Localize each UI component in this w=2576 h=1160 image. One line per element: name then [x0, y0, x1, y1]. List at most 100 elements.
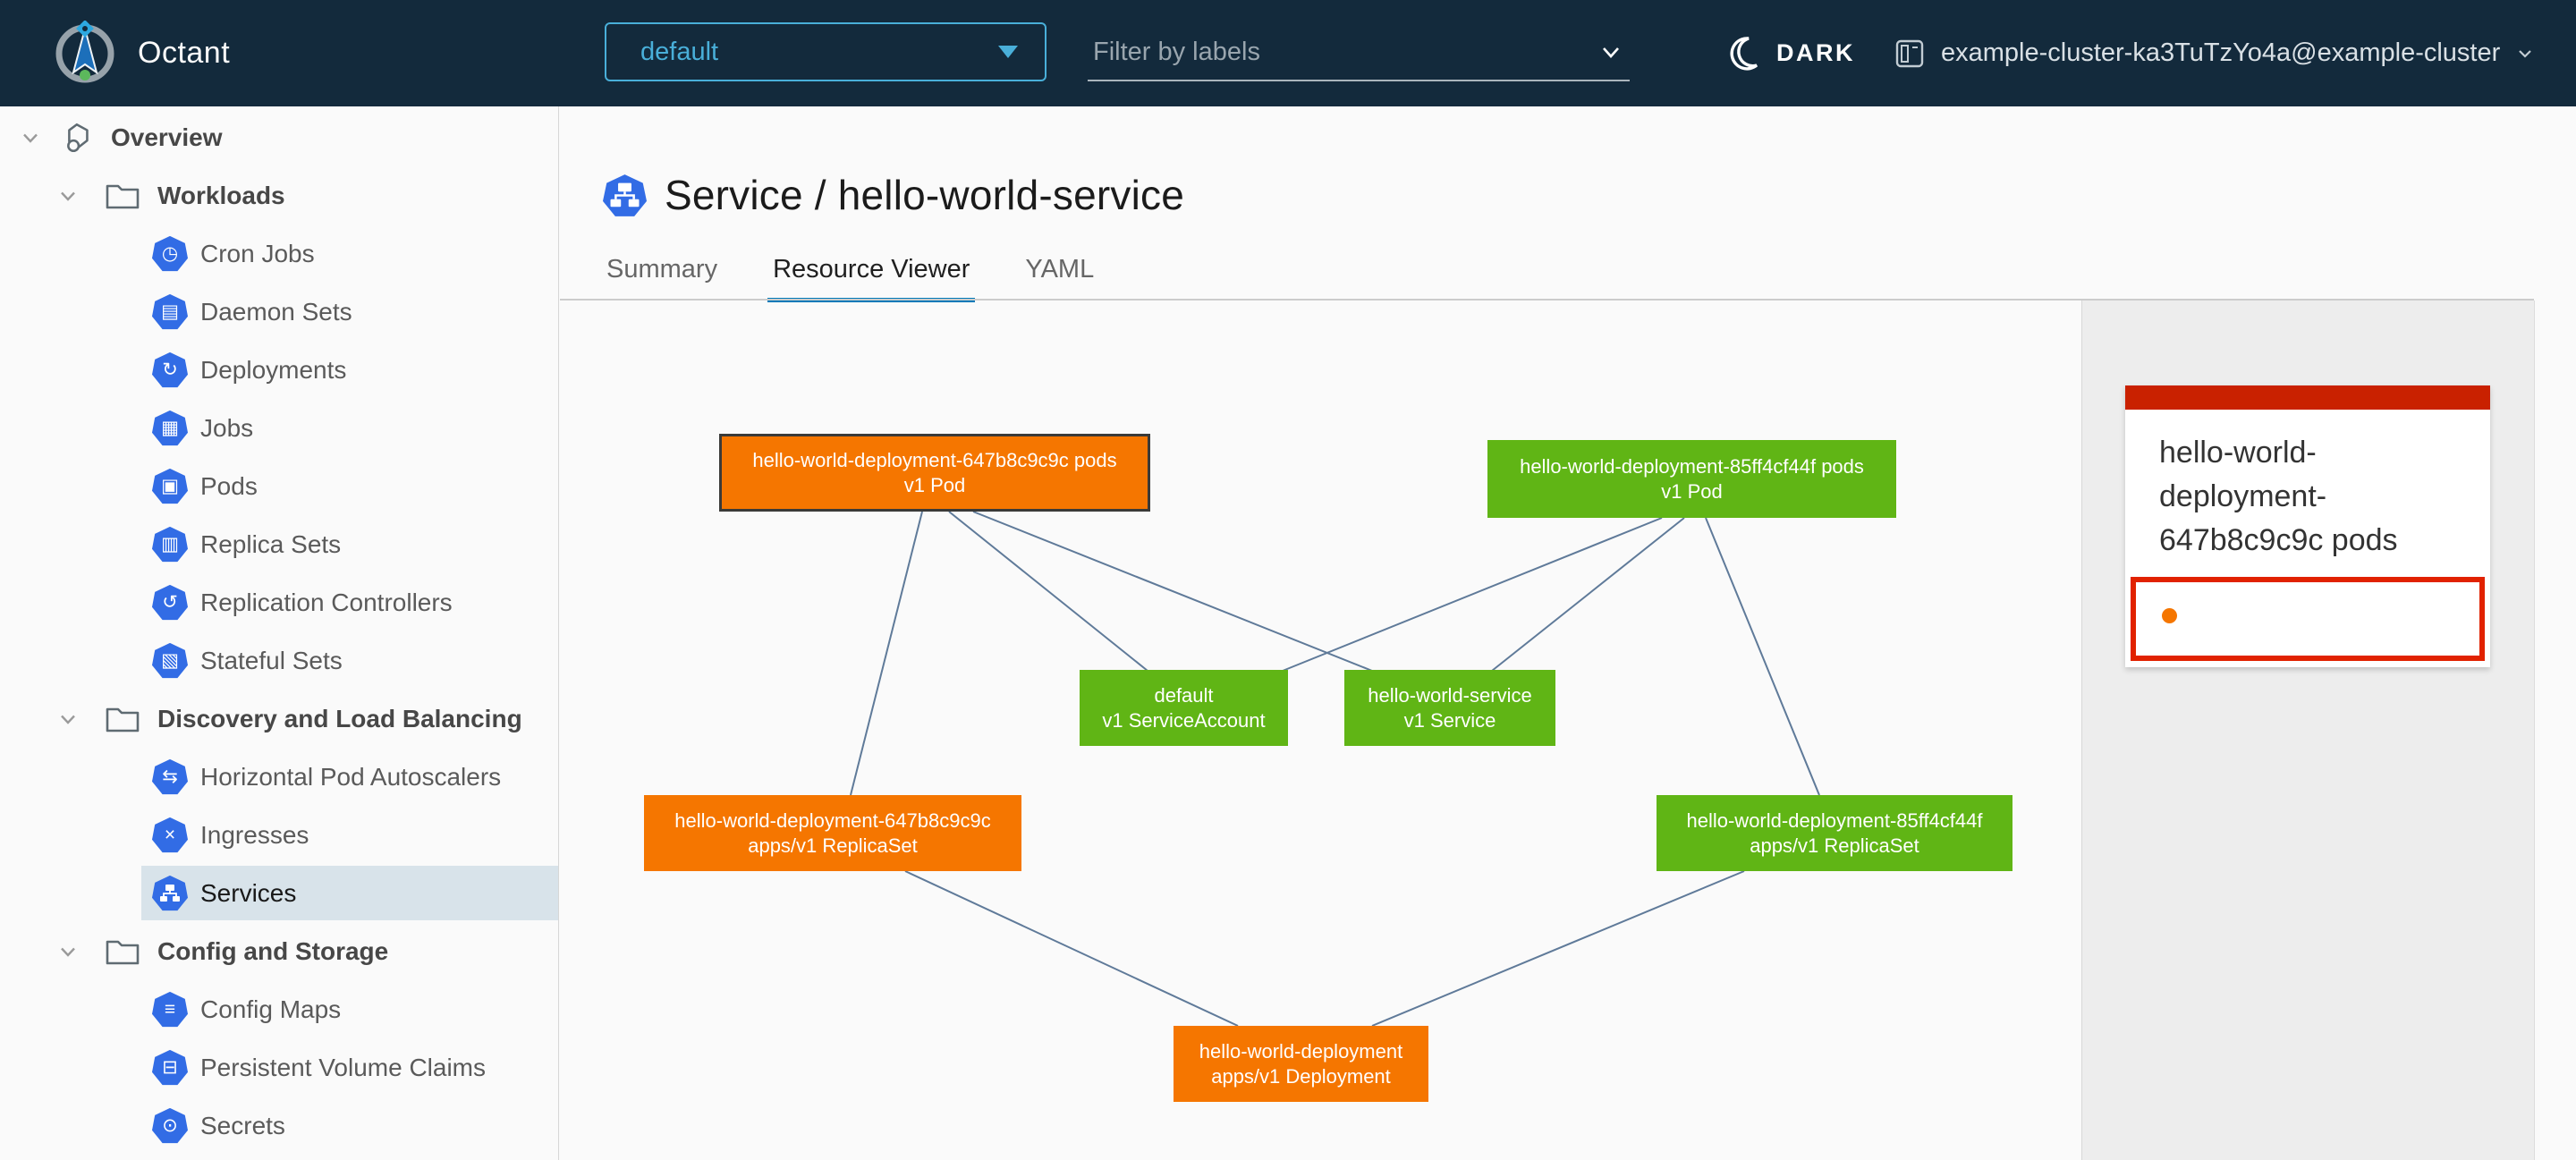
- replica-sets-icon: ▥: [152, 526, 188, 563]
- sidebar-item-label: Config and Storage: [157, 936, 389, 965]
- app-header: Octant default Filter by labels DARK e: [0, 0, 2576, 106]
- sidebar-item-label: Jobs: [200, 413, 254, 442]
- folder-icon: [106, 184, 140, 208]
- graph-edge-replicaset-85ff4cf44f-to-deployment-hello-world-deployment: [1371, 870, 1745, 1027]
- node-detail-panel: hello-world-deployment-647b8c9c9c pods: [2081, 301, 2535, 1160]
- app-title: Octant: [138, 36, 231, 70]
- cluster-icon: [1895, 39, 1924, 67]
- sidebar-item-overview[interactable]: Overview: [0, 108, 558, 166]
- deployments-icon: ↻: [152, 351, 188, 388]
- graph-edge-pod-85ff4cf44f-to-replicaset-85ff4cf44f: [1705, 517, 1820, 796]
- selected-node-title: hello-world-deployment-647b8c9c9c pods: [2159, 436, 2398, 557]
- node-name: default: [1154, 683, 1214, 707]
- label-filter-input[interactable]: Filter by labels: [1088, 24, 1630, 81]
- sidebar-item-ingresses[interactable]: × Ingresses: [0, 806, 558, 864]
- page-head: Service / hello-world-service: [603, 171, 1184, 219]
- caret-down-icon: [998, 46, 1018, 58]
- sidebar-item-replica-sets[interactable]: ▥ Replica Sets: [0, 515, 558, 573]
- pods-icon: ▣: [152, 468, 188, 504]
- services-icon: [152, 875, 188, 911]
- node-name: hello-world-service: [1368, 683, 1532, 707]
- pvc-icon: ⊟: [152, 1049, 188, 1086]
- sidebar-item-label: Discovery and Load Balancing: [157, 704, 522, 732]
- sidebar-item-secrets[interactable]: ⊙Secrets: [0, 1096, 558, 1155]
- cron-jobs-icon: ◷: [152, 235, 188, 272]
- graph-edge-pod-647b8c9c9c-to-serviceaccount-default: [948, 511, 1148, 672]
- config-maps-icon: ≡: [152, 991, 188, 1028]
- sidebar-item-pods[interactable]: ▣ Pods: [0, 457, 558, 515]
- tab-label: Summary: [606, 255, 718, 284]
- status-dot-icon: [2162, 608, 2177, 623]
- label-filter-placeholder: Filter by labels: [1093, 37, 1260, 66]
- chevron-down-icon[interactable]: [1597, 38, 1624, 65]
- status-bar: [2125, 385, 2490, 410]
- chevron-down-icon[interactable]: [18, 125, 43, 150]
- selected-node-card: hello-world-deployment-647b8c9c9c pods: [2125, 385, 2490, 667]
- graph-edge-pod-85ff4cf44f-to-service-hello-world-service: [1491, 517, 1685, 672]
- tab-resource-viewer[interactable]: Resource Viewer: [767, 253, 976, 302]
- sidebar-item-discovery-and-load-balancing[interactable]: Discovery and Load Balancing: [0, 690, 558, 748]
- octant-logo-icon: [55, 20, 114, 82]
- sidebar-item-replication-controllers[interactable]: ↺Replication Controllers: [0, 573, 558, 631]
- context-selector[interactable]: example-cluster-ka3TuTzYo4a@example-clus…: [1893, 0, 2536, 106]
- tab-bar: Summary Resource Viewer YAML: [605, 253, 1096, 302]
- sidebar-item-persistent-volume-claims[interactable]: ⊟ Persistent Volume Claims: [0, 1038, 558, 1096]
- tab-yaml[interactable]: YAML: [1023, 253, 1096, 302]
- sidebar-item-label: Persistent Volume Claims: [200, 1053, 487, 1081]
- service-icon: [603, 174, 647, 216]
- folder-icon: [106, 707, 140, 732]
- sidebar-item-label: Ingresses: [200, 820, 309, 849]
- theme-toggle-button[interactable]: DARK: [1724, 0, 1855, 106]
- sidebar-item-label: Pods: [200, 471, 258, 500]
- sidebar-item-stateful-sets[interactable]: ▧Stateful Sets: [0, 631, 558, 690]
- tab-label: YAML: [1025, 255, 1095, 284]
- daemon-sets-icon: ▤: [152, 293, 188, 330]
- namespace-dropdown-value: default: [640, 37, 719, 66]
- jobs-icon: ▦: [152, 410, 188, 446]
- namespace-dropdown[interactable]: default: [605, 22, 1046, 81]
- sidebar-item-workloads[interactable]: Workloads: [0, 166, 558, 224]
- node-name: hello-world-deployment-85ff4cf44f: [1686, 809, 1983, 832]
- sidebar-item-daemon-sets[interactable]: ▤Daemon Sets: [0, 283, 558, 341]
- theme-toggle-label: DARK: [1776, 39, 1855, 66]
- sidebar-item-deployments[interactable]: ↻ Deployments: [0, 341, 558, 399]
- sidebar-item-config-and-storage[interactable]: Config and Storage: [0, 922, 558, 980]
- sidebar-item-jobs[interactable]: ▦ Jobs: [0, 399, 558, 457]
- hpa-icon: ⇆: [152, 758, 188, 795]
- stateful-sets-icon: ▧: [152, 642, 188, 679]
- tab-summary[interactable]: Summary: [605, 253, 719, 302]
- folder-icon: [106, 940, 140, 964]
- sidebar-item-label: Overview: [111, 123, 223, 151]
- sidebar-item-label: Cron Jobs: [200, 239, 315, 267]
- node-kind: v1 Pod: [1661, 479, 1723, 503]
- node-name: hello-world-deployment-647b8c9c9c pods: [752, 448, 1117, 471]
- node-kind: apps/v1 ReplicaSet: [748, 834, 918, 857]
- sidebar-item-config-maps[interactable]: ≡Config Maps: [0, 980, 558, 1038]
- ingresses-icon: ×: [152, 817, 188, 853]
- chevron-down-icon[interactable]: [55, 183, 80, 208]
- moon-icon: [1730, 36, 1758, 71]
- sidebar-item-label: Replica Sets: [200, 529, 342, 558]
- chevron-down-icon[interactable]: [55, 939, 80, 964]
- chevron-down-icon[interactable]: [55, 707, 80, 732]
- sidebar-item-label: Services: [200, 878, 297, 907]
- sidebar-item-horizontal-pod-autoscalers[interactable]: ⇆Horizontal Pod Autoscalers: [0, 748, 558, 806]
- node-kind: v1 Service: [1403, 708, 1496, 732]
- sidebar-item-label: Deployments: [200, 355, 347, 384]
- sidebar-item-label: Secrets: [200, 1111, 285, 1139]
- node-kind: apps/v1 ReplicaSet: [1750, 834, 1919, 857]
- chevron-down-icon: [2519, 49, 2532, 58]
- sidebar-item-cron-jobs[interactable]: ◷ Cron Jobs: [0, 224, 558, 283]
- node-kind: apps/v1 Deployment: [1211, 1064, 1391, 1088]
- sidebar-item-services[interactable]: Services: [0, 864, 558, 922]
- resource-graph-edges: [850, 511, 1820, 1027]
- sidebar-item-label: Workloads: [157, 181, 285, 209]
